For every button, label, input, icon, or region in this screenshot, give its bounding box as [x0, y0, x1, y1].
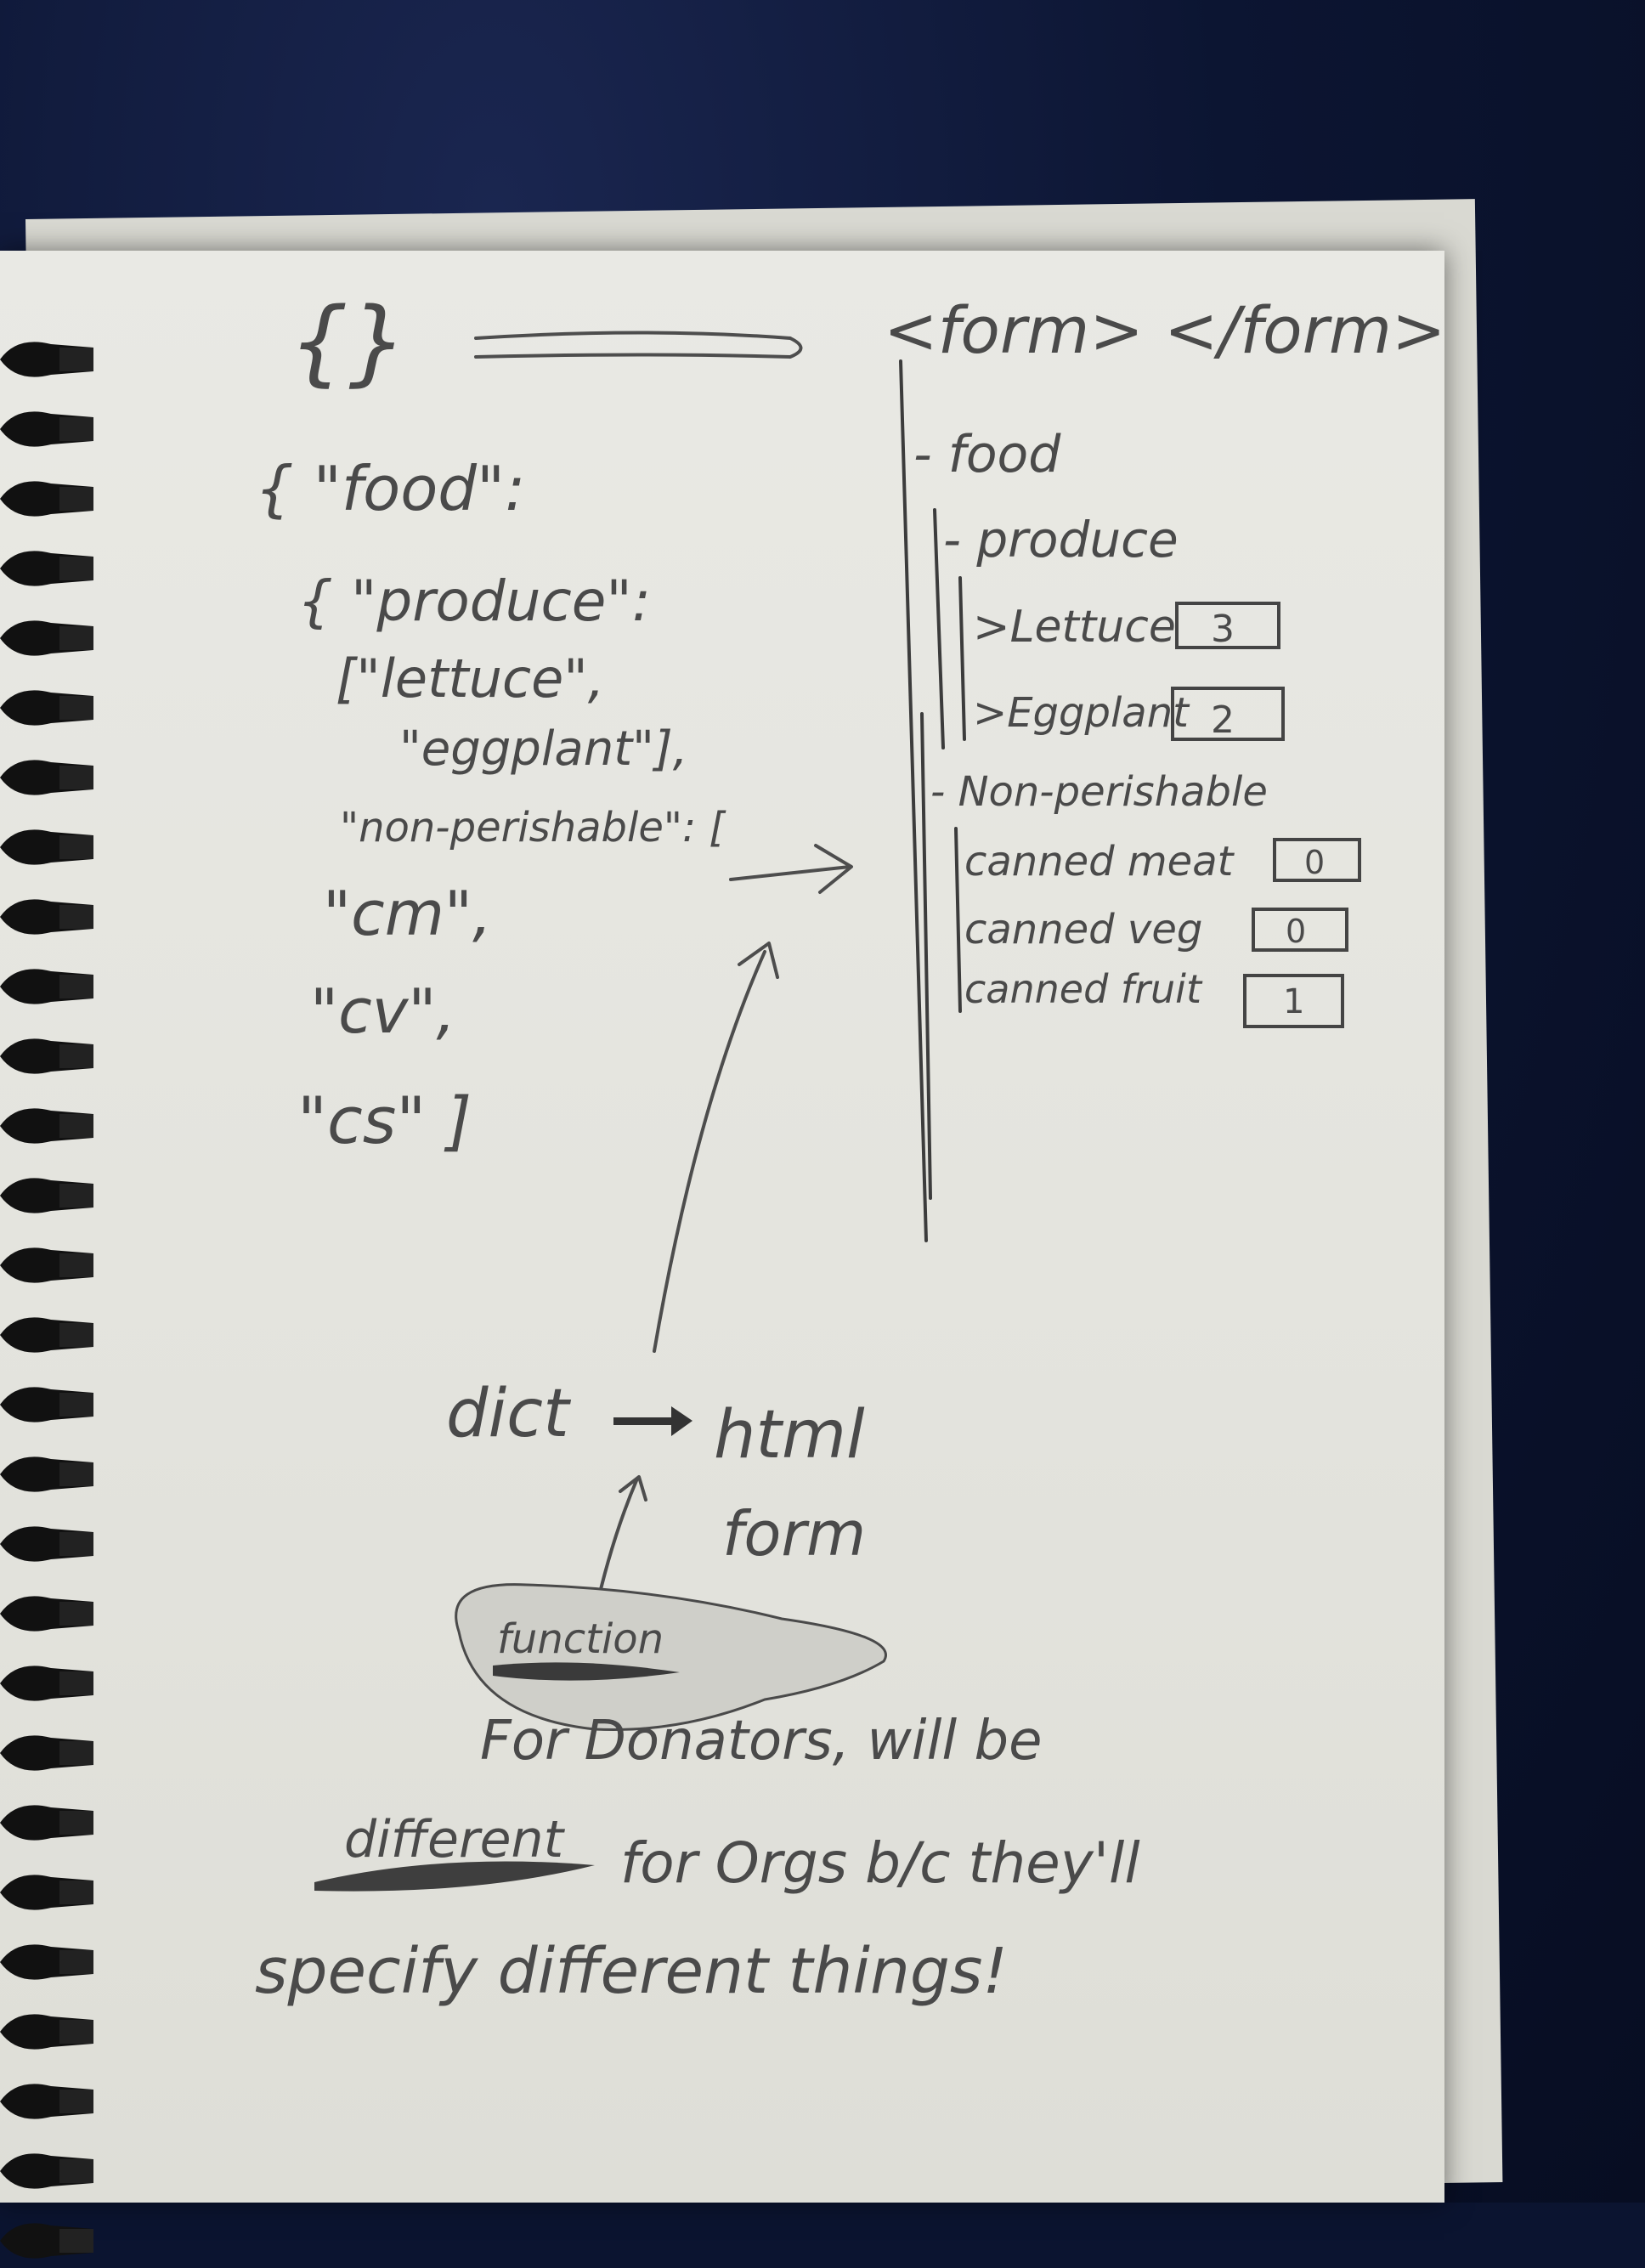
function-blob-shape [455, 1583, 887, 1732]
tree-nonperishable-line [920, 712, 932, 1200]
dict-literal-sketch: { "food": { "produce": ["lettuce", "eggp… [255, 453, 726, 1158]
dict-line-cv: "cv", [310, 976, 455, 1047]
spiral-ring-icon [0, 1172, 100, 1219]
right-arrow-icon [729, 844, 853, 894]
spiral-ring-icon [0, 336, 100, 383]
tree-np-items-line [954, 827, 962, 1013]
tree-label-food: - food [913, 425, 1061, 484]
dict-line-produce: { "produce": [297, 568, 651, 634]
canned-veg-quantity-box [1252, 908, 1348, 952]
dict-line-nonperishable: "non-perishable": [ [340, 804, 726, 851]
spiral-ring-icon [0, 1451, 100, 1498]
spiral-ring-icon [0, 1381, 100, 1428]
spiral-ring-icon [0, 1869, 100, 1916]
note-line-specify: specify different things! [255, 1935, 1008, 2008]
spiral-ring-icon [0, 1729, 100, 1777]
spiral-ring-icon [0, 405, 100, 453]
flow-dict-label: dict [446, 1376, 571, 1452]
canned-fruit-quantity-box [1243, 974, 1344, 1028]
scribble-underline-icon [314, 1861, 595, 1892]
spiral-ring-icon [0, 823, 100, 871]
spiral-ring-icon [0, 2078, 100, 2125]
flow-html-label: html [714, 1397, 865, 1473]
pencil-sketch: {} <form> </form> { "food": { "produce":… [255, 287, 1446, 2008]
spiral-ring-icon [0, 684, 100, 732]
tree-produce-line [933, 508, 945, 749]
spiral-ring-icon [0, 2147, 100, 2195]
tree-item-canned-fruit-label: canned fruit [964, 966, 1203, 1012]
spiral-ring-icon [0, 2008, 100, 2056]
eggplant-quantity-value: 2 [1211, 698, 1235, 742]
eggplant-quantity-box [1171, 687, 1285, 741]
tree-items-line [958, 576, 966, 741]
lettuce-quantity-box [1175, 602, 1280, 649]
spiral-ring-icon [0, 754, 100, 801]
dict-line-cm: "cm", [323, 878, 492, 949]
spiral-ring-icon [0, 475, 100, 523]
spiral-ring-icon [0, 963, 100, 1010]
tree-item-eggplant-label: >Eggplant [973, 689, 1190, 737]
canned-meat-quantity-value: 0 [1304, 844, 1325, 881]
note-word-different: different [344, 1810, 566, 1869]
top-arrow-icon [474, 331, 803, 359]
up-arrow-icon [653, 942, 779, 1353]
canned-veg-quantity-value: 0 [1286, 913, 1306, 950]
braces-symbol: {} [289, 287, 408, 396]
spiral-ring-icon [0, 1032, 100, 1080]
note-line-donators: For Donators, will be [480, 1710, 1042, 1773]
canned-meat-quantity-box [1273, 838, 1361, 882]
spiral-ring-icon [0, 1660, 100, 1707]
tree-label-nonperishable: - Non-perishable [930, 768, 1268, 816]
spiral-ring-icon [0, 1590, 100, 1637]
tree-label-produce: - produce [943, 511, 1179, 568]
spiral-ring-icon [0, 1799, 100, 1847]
flow-function-label: function [497, 1615, 664, 1663]
notebook-page [0, 251, 1444, 2203]
dict-line-eggplant: "eggplant"], [399, 721, 688, 777]
canned-fruit-quantity-value: 1 [1283, 982, 1304, 1021]
spiral-ring-icon [0, 545, 100, 592]
spiral-ring-icon [0, 1938, 100, 1986]
spiral-ring-icon [0, 1311, 100, 1359]
spiral-ring-icon [0, 614, 100, 662]
bold-arrow-icon [613, 1406, 692, 1436]
form-tree-sketch: - food - produce >Lettuce 3 >Eggplant 2 … [899, 359, 1361, 1242]
spiral-ring-icon [0, 1241, 100, 1289]
dict-line-cs: "cs" ] [297, 1083, 472, 1158]
dict-line-lettuce: ["lettuce", [336, 648, 604, 710]
spiral-ring-icon [0, 1102, 100, 1150]
spiral-ring-icon [0, 1520, 100, 1568]
tree-item-canned-meat-label: canned meat [964, 838, 1235, 885]
form-tag-text: <form> </form> [884, 292, 1446, 368]
note-line-orgs: for Orgs b/c they'll [620, 1830, 1140, 1896]
tree-item-lettuce-label: >Lettuce [973, 602, 1176, 653]
scribble-strike-icon [493, 1662, 680, 1681]
tree-main-line [899, 359, 928, 1242]
flow-form-label: form [722, 1498, 866, 1570]
tree-item-canned-veg-label: canned veg [964, 906, 1202, 953]
dict-line-food: { "food": [255, 453, 525, 524]
spiral-ring-icon [0, 2217, 100, 2265]
lettuce-quantity-value: 3 [1211, 608, 1235, 651]
spiral-ring-icon [0, 893, 100, 941]
